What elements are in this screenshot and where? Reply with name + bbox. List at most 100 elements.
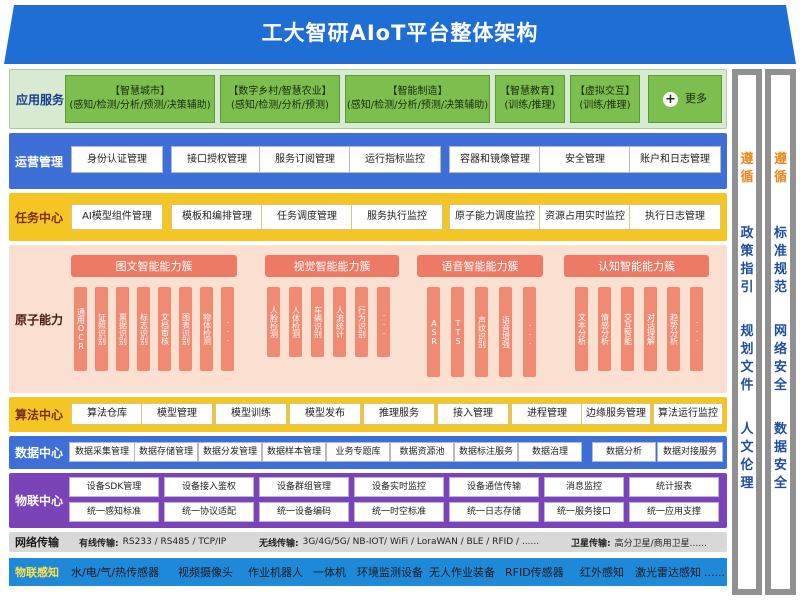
algo-item-runtime-monitor[interactable]: 算法运行监控 <box>653 403 723 425</box>
task-item-ai-model[interactable]: AI模型组件管理 <box>71 204 163 230</box>
cluster-vision[interactable]: 视觉智能能力簇 <box>265 255 399 277</box>
algo-item-model-management[interactable]: 模型管理 <box>141 403 213 425</box>
algo-item-access-management[interactable]: 接入管理 <box>437 403 509 425</box>
algo-item-model-release[interactable]: 模型发布 <box>289 403 361 425</box>
capability-object-detection[interactable]: 物体检测 <box>200 287 213 371</box>
capability-crowd-count[interactable]: 人流统计 <box>333 287 346 357</box>
capability-general-ocr[interactable]: 通用OCR <box>74 287 87 371</box>
sense-item-rfid[interactable]: RFID传感器 <box>505 566 564 579</box>
capability-behavior-recognition[interactable]: 行为识别 <box>355 287 368 357</box>
side-column-policy-inner: 遵 循 政 策 指 引 规 划 文 件 人 文 伦 理 <box>738 75 756 589</box>
sense-item-utility-sensor[interactable]: 水/电/气/热传感器 <box>71 566 160 579</box>
app-box-title: 【智能制造】 <box>387 86 448 97</box>
iot-item-communication[interactable]: 设备通信传输 <box>449 477 539 497</box>
capability-face-detection[interactable]: 人脸检测 <box>267 287 280 357</box>
ops-item-service-subscription[interactable]: 服务订阅管理 <box>259 146 351 173</box>
app-box-smart-city[interactable]: 【智慧城市】 (感知/检测/分析/预测/决策辅助) <box>65 75 215 123</box>
wireless-value: 3G/4G/5G/ NB-IOT/ WiFi / LoraWAN / BLE /… <box>302 537 540 547</box>
app-box-title: 【智慧教育】 <box>500 86 560 97</box>
sense-item-all-in-one[interactable]: 一体机 <box>313 566 346 579</box>
iot-item-statistics[interactable]: 统计报表 <box>629 477 719 497</box>
algo-item-repository[interactable]: 算法仓库 <box>71 403 143 425</box>
cluster-image-text[interactable]: 图文智能能力簇 <box>71 255 237 277</box>
task-item-resource-usage[interactable]: 资源占用实时监控 <box>539 204 631 230</box>
app-layer: 应用服务 【智慧城市】 (感知/检测/分析/预测/决策辅助) 【数字乡村/智慧农… <box>9 69 727 129</box>
app-box-digital-village[interactable]: 【数字乡村/智慧农业】 (感知/检测/分析/预测) <box>220 75 340 123</box>
sense-item-lidar[interactable]: 激光雷达感知 <box>635 566 701 579</box>
data-item-sample[interactable]: 数据样本管理 <box>262 442 326 462</box>
capability-chart-recognition[interactable]: 图表识别 <box>179 287 192 371</box>
capability-more[interactable]: ... <box>523 287 536 377</box>
sense-item-infrared[interactable]: 红外感知 <box>580 566 624 579</box>
app-box-subtitle: (感知/检测/分析/预测/决策辅助) <box>69 100 211 111</box>
capability-dialog-understanding[interactable]: 对话理解 <box>644 287 657 371</box>
algo-item-inference-service[interactable]: 推理服务 <box>363 403 435 425</box>
task-item-scheduling[interactable]: 任务调度管理 <box>261 204 353 230</box>
data-item-integration[interactable]: 数据对接服务 <box>657 442 723 462</box>
sense-item-env-monitor[interactable]: 环境监测设备 <box>357 566 423 579</box>
capability-more[interactable]: ... <box>690 287 703 371</box>
iot-item-device-coding[interactable]: 统一设备编码 <box>259 502 349 522</box>
capability-body-detection[interactable]: 人体检测 <box>289 287 302 357</box>
task-item-service-execution[interactable]: 服务执行监控 <box>351 204 443 230</box>
capability-sign-recognition[interactable]: 标志识别 <box>137 287 150 371</box>
capability-bill-recognition[interactable]: 票据识别 <box>116 287 129 371</box>
capability-interactive-intelligence[interactable]: 交互智能 <box>621 287 634 371</box>
app-box-virtual-interaction[interactable]: 【虚拟交互】 (训练/推理) <box>570 75 640 123</box>
data-item-labeling[interactable]: 数据标注服务 <box>454 442 518 462</box>
capability-vehicle-recognition[interactable]: 车辆识别 <box>311 287 324 357</box>
app-box-more[interactable]: + 更多 <box>648 75 722 123</box>
iot-item-app-support[interactable]: 统一应用支撑 <box>629 502 719 522</box>
capability-sentiment-analysis[interactable]: 情感分析 <box>598 287 611 371</box>
iot-item-realtime-monitor[interactable]: 设备实时监控 <box>354 477 444 497</box>
app-box-smart-manufacturing[interactable]: 【智能制造】 (感知/检测/分析/预测/决策辅助) <box>345 75 490 123</box>
task-item-template-orchestration[interactable]: 模板和编排管理 <box>171 204 263 230</box>
capability-speech-enhance[interactable]: 语音增强 <box>499 287 512 377</box>
capability-voiceprint[interactable]: 声纹识别 <box>475 287 488 377</box>
iot-item-sensing-standard[interactable]: 统一感知标准 <box>69 502 159 522</box>
iot-item-spacetime-standard[interactable]: 统一时空标准 <box>354 502 444 522</box>
capability-tts[interactable]: TTS <box>451 287 464 377</box>
iot-item-service-interface[interactable]: 统一服务接口 <box>544 502 624 522</box>
data-item-collection[interactable]: 数据采集管理 <box>69 442 135 462</box>
iot-item-access-auth[interactable]: 设备接入鉴权 <box>164 477 254 497</box>
cluster-cognition[interactable]: 认知智能能力簇 <box>564 255 709 277</box>
task-item-atomic-dispatch[interactable]: 原子能力调度监控 <box>449 204 541 230</box>
algo-item-process-management[interactable]: 进程管理 <box>511 403 583 425</box>
task-item-execution-log[interactable]: 执行日志管理 <box>629 204 721 230</box>
capability-asr[interactable]: ASR <box>427 287 440 377</box>
ops-item-identity-auth[interactable]: 身份认证管理 <box>71 146 163 173</box>
ops-item-runtime-metrics[interactable]: 运行指标监控 <box>349 146 441 173</box>
capability-document-review[interactable]: 文档审核 <box>158 287 171 371</box>
iot-item-sdk[interactable]: 设备SDK管理 <box>69 477 159 497</box>
sense-item-unmanned-equipment[interactable]: 无人作业装备 <box>429 566 495 579</box>
iot-item-message-monitor[interactable]: 消息监控 <box>544 477 624 497</box>
iot-item-protocol-adapter[interactable]: 统一协议适配 <box>164 502 254 522</box>
sense-item-camera[interactable]: 视频摄像头 <box>178 566 233 579</box>
data-item-analysis[interactable]: 数据分析 <box>592 442 656 462</box>
iot-item-log-storage[interactable]: 统一日志存储 <box>449 502 539 522</box>
ops-item-api-authorization[interactable]: 接口授权管理 <box>171 146 263 173</box>
iot-layer-label: 物联中心 <box>15 494 64 508</box>
capability-more[interactable]: ... <box>377 287 390 357</box>
data-item-distribution[interactable]: 数据分发管理 <box>198 442 262 462</box>
app-box-smart-education[interactable]: 【智慧教育】 (训练/推理) <box>495 75 565 123</box>
sense-item-robot[interactable]: 作业机器人 <box>248 566 303 579</box>
capability-text-analysis[interactable]: 文本分析 <box>575 287 588 371</box>
data-item-topic-library[interactable]: 业务专题库 <box>326 442 390 462</box>
algo-item-edge-service[interactable]: 边缘服务管理 <box>581 403 651 425</box>
iot-item-group[interactable]: 设备群组管理 <box>259 477 349 497</box>
capability-more[interactable]: ... <box>221 287 234 371</box>
data-item-resource-pool[interactable]: 数据资源池 <box>390 442 454 462</box>
ops-item-security[interactable]: 安全管理 <box>539 146 631 173</box>
capability-id-recognition[interactable]: 证照识别 <box>95 287 108 371</box>
wired-value: RS233 / RS485 / TCP/IP <box>122 537 227 547</box>
ops-item-account-log[interactable]: 账户和日志管理 <box>629 146 721 173</box>
algo-item-model-training[interactable]: 模型训练 <box>215 403 287 425</box>
ops-item-container-image[interactable]: 容器和镜像管理 <box>449 146 541 173</box>
wired-transmission: 有线传输: RS233 / RS485 / TCP/IP <box>79 534 226 550</box>
capability-trend-analysis[interactable]: 趋势分析 <box>667 287 680 371</box>
cluster-speech[interactable]: 语音智能能力簇 <box>417 255 543 277</box>
data-item-storage[interactable]: 数据存储管理 <box>134 442 198 462</box>
data-item-governance[interactable]: 数据治理 <box>518 442 582 462</box>
